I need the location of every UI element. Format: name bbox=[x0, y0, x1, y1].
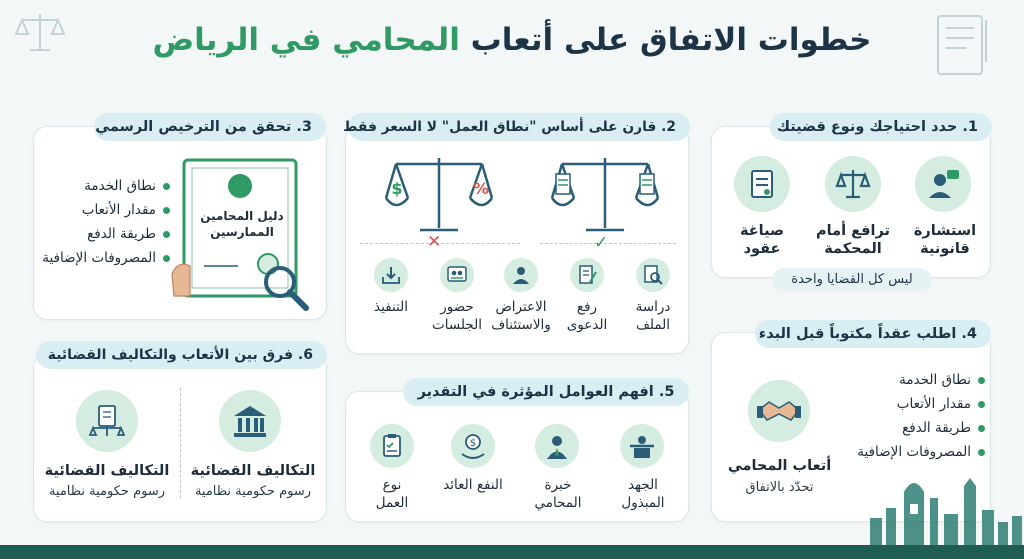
list-item: طريقة الدفع bbox=[40, 222, 170, 246]
step2-divider-left bbox=[360, 243, 520, 244]
lawyer-fees-title: أتعاب المحامي bbox=[727, 458, 832, 474]
list-item: المصروفات الإضافية bbox=[40, 246, 170, 270]
price-scale-icon: $ % bbox=[384, 158, 494, 232]
step2-item-filing: رفع الدعوى bbox=[566, 299, 608, 333]
list-item: طريقة الدفع bbox=[850, 416, 985, 440]
step4-bullets: نطاق الخدمة مقدار الأتعاب طريقة الدفع ال… bbox=[850, 368, 985, 464]
step5-item-work-type: نوع العمل bbox=[375, 477, 409, 511]
lawyer-fees-subtitle: تحدّد بالاتفاق bbox=[745, 480, 814, 495]
consultation-icon bbox=[915, 156, 971, 212]
step2-heading: 2. قارن على أساس "نطاق العمل" لا السعر ف… bbox=[343, 113, 690, 141]
step2-item-file-study: دراسة الملف bbox=[635, 299, 671, 333]
effort-icon bbox=[620, 424, 664, 468]
step6-right-title: التكاليف القضائية bbox=[190, 463, 316, 479]
page-title: خطوات الاتفاق على أتعاب المحامي في الريا… bbox=[152, 22, 872, 58]
list-item: مقدار الأتعاب bbox=[40, 198, 170, 222]
step6-right-subtitle: رسوم حكومية نظامية bbox=[194, 484, 312, 499]
list-item: نطاق الخدمة bbox=[40, 174, 170, 198]
step2-item-execution: التنفيذ bbox=[373, 299, 408, 315]
step3-heading: 3. تحقق من الترخيص الرسمي bbox=[94, 113, 326, 141]
step6-heading: 6. فرق بين الأتعاب والتكاليف القضائية bbox=[36, 341, 327, 369]
experience-icon bbox=[535, 424, 579, 468]
list-item: المصروفات الإضافية bbox=[850, 440, 985, 464]
step4-heading: 4. اطلب عقداً مكتوباً قبل البدء bbox=[755, 320, 991, 348]
step5-item-effort: الجهد المبذول bbox=[621, 477, 665, 511]
step5-item-experience: خبرة المحامي bbox=[534, 477, 582, 511]
step6-left-title: التكاليف القضائية bbox=[44, 463, 170, 479]
step1-item-litigation: ترافع أمام المحكمة bbox=[816, 223, 890, 257]
check-icon: ✓ bbox=[594, 233, 609, 253]
lawsuit-filing-icon bbox=[570, 258, 604, 292]
court-scale-icon bbox=[825, 156, 881, 212]
execution-icon bbox=[374, 258, 408, 292]
appeal-icon bbox=[504, 258, 538, 292]
step3-bullets: نطاق الخدمة مقدار الأتعاب طريقة الدفع ال… bbox=[40, 174, 170, 270]
license-document-title: دليل المحامين الممارسين bbox=[200, 209, 284, 239]
footer-band bbox=[0, 545, 1024, 559]
step5-item-benefit: النفع العائد bbox=[443, 477, 503, 493]
step2-divider-right bbox=[540, 243, 676, 244]
step1-item-consultation: استشارة قانونية bbox=[913, 223, 977, 257]
step2-item-hearings: حضور الجلسات bbox=[432, 299, 482, 333]
hearings-icon bbox=[440, 258, 474, 292]
list-item: نطاق الخدمة bbox=[850, 368, 985, 392]
step6-left-subtitle: رسوم حكومية نظامية bbox=[48, 484, 166, 499]
document-scale-icon bbox=[76, 390, 138, 452]
contract-drafting-icon bbox=[734, 156, 790, 212]
benefit-icon: $ bbox=[451, 424, 495, 468]
license-document-icon bbox=[171, 158, 309, 311]
riyadh-skyline-icon bbox=[870, 478, 1022, 548]
contract-icon bbox=[937, 15, 987, 75]
file-study-icon bbox=[636, 258, 670, 292]
step1-heading: 1. حدد احتياجك ونوع قضيتك bbox=[770, 113, 992, 141]
step1-item-drafting: صياغة عقود bbox=[739, 223, 785, 257]
documents-scale-icon bbox=[550, 158, 660, 232]
scale-icon bbox=[14, 14, 66, 51]
step2-item-appeal: الاعتراض والاستئناف bbox=[491, 299, 551, 333]
step1-note: ليس كل القضايا واحدة bbox=[772, 268, 932, 292]
work-type-icon bbox=[370, 424, 414, 468]
cross-icon: ✕ bbox=[427, 232, 442, 252]
svg-text:%: % bbox=[473, 179, 489, 198]
list-item: مقدار الأتعاب bbox=[850, 392, 985, 416]
court-building-icon bbox=[219, 390, 281, 452]
step6-divider bbox=[180, 388, 181, 498]
handshake-icon bbox=[748, 380, 810, 442]
svg-text:$: $ bbox=[470, 438, 476, 449]
svg-text:$: $ bbox=[391, 179, 402, 198]
step5-heading: 5. افهم العوامل المؤثرة في التقدير bbox=[403, 378, 689, 406]
